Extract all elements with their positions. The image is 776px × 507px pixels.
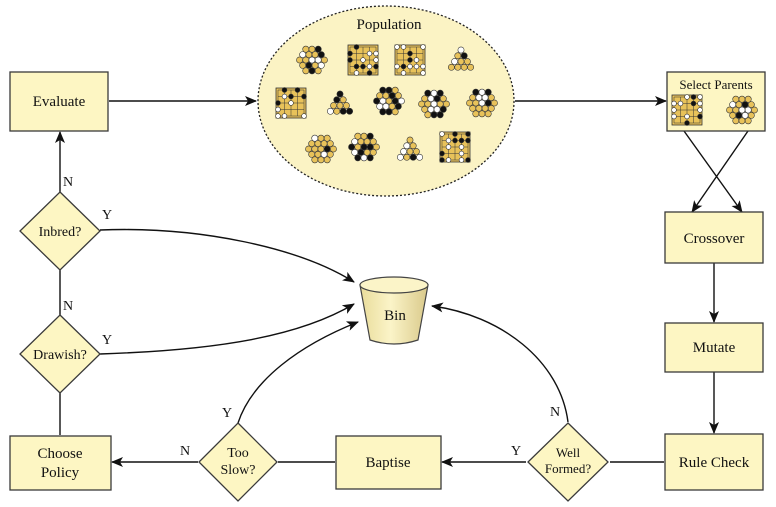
choose-policy-label-line2: Policy [41, 465, 80, 481]
rule-check-label: Rule Check [679, 455, 750, 471]
drawish-decision[interactable]: Drawish? [19, 314, 101, 394]
hex-board-icon [305, 134, 337, 164]
rule-check-box[interactable]: Rule Check [664, 433, 764, 491]
choose-policy-box[interactable]: Choose Policy [9, 435, 112, 491]
well-formed-yes-label: Y [511, 444, 521, 459]
baptise-box[interactable]: Baptise [335, 435, 442, 490]
mutate-box[interactable]: Mutate [664, 322, 764, 373]
too-slow-no-label: N [180, 444, 190, 459]
inbred-yes-label: Y [102, 208, 112, 223]
hex-board-icon [373, 86, 405, 116]
choose-policy-label-line1: Choose [38, 446, 83, 462]
inbred-label: Inbred? [39, 225, 82, 240]
mutate-label: Mutate [693, 340, 736, 356]
well-formed-decision[interactable]: Well Formed? [527, 422, 609, 502]
drawish-label: Drawish? [33, 348, 87, 363]
too-slow-label-line1: Too [227, 446, 249, 461]
well-formed-label-line2: Formed? [545, 461, 591, 476]
inbred-no-label: N [63, 175, 73, 190]
hex-board-icon [296, 45, 328, 75]
triangle-board-icon [326, 90, 353, 115]
crossover-label: Crossover [684, 231, 745, 247]
hex-board-icon [726, 95, 758, 125]
connectors [55, 96, 749, 467]
square-board-icon [275, 87, 307, 119]
edge-too-slow-yes-to-bin [237, 321, 359, 424]
evaluate-label: Evaluate [33, 94, 86, 110]
bin-label: Bin [384, 308, 406, 324]
drawish-yes-label: Y [102, 333, 112, 348]
population-pool: Population [257, 5, 515, 197]
evaluate-box[interactable]: Evaluate [9, 71, 109, 132]
edge-inbred-yes-to-bin [99, 228, 355, 283]
edge-cross-2 [691, 130, 749, 213]
bin-rim [359, 276, 429, 294]
parent-boards [671, 94, 758, 126]
baptise-label: Baptise [366, 455, 411, 471]
hex-board-icon [348, 132, 380, 162]
edge-well-formed-no-to-bin [431, 302, 569, 423]
square-board-icon [439, 131, 471, 163]
edge-labels: N Y N Y N Y N Y [63, 175, 560, 459]
triangle-board-icon [447, 46, 474, 71]
well-formed-no-label: N [550, 405, 560, 420]
square-board-icon [671, 94, 703, 126]
too-slow-decision[interactable]: Too Slow? [198, 422, 278, 502]
square-board-icon [347, 44, 379, 76]
too-slow-label-line2: Slow? [221, 463, 256, 478]
population-title: Population [356, 17, 422, 33]
hex-board-icon [466, 88, 498, 118]
bin: Bin [359, 276, 429, 345]
edge-drawish-yes-to-bin [99, 303, 355, 355]
triangle-board-icon [396, 136, 423, 161]
inbred-decision[interactable]: Inbred? [19, 191, 101, 271]
hex-board-icon [418, 89, 450, 119]
crossover-box[interactable]: Crossover [664, 211, 764, 264]
square-board-icon [394, 44, 426, 76]
edge-cross-1 [683, 130, 743, 213]
drawish-no-label: N [63, 299, 73, 314]
bin-body [359, 284, 429, 345]
select-parents-label: Select Parents [679, 77, 752, 92]
population-boards [275, 44, 498, 164]
well-formed-label-line1: Well [556, 445, 581, 460]
too-slow-yes-label: Y [222, 406, 232, 421]
select-parents-box[interactable]: Select Parents [666, 71, 766, 132]
